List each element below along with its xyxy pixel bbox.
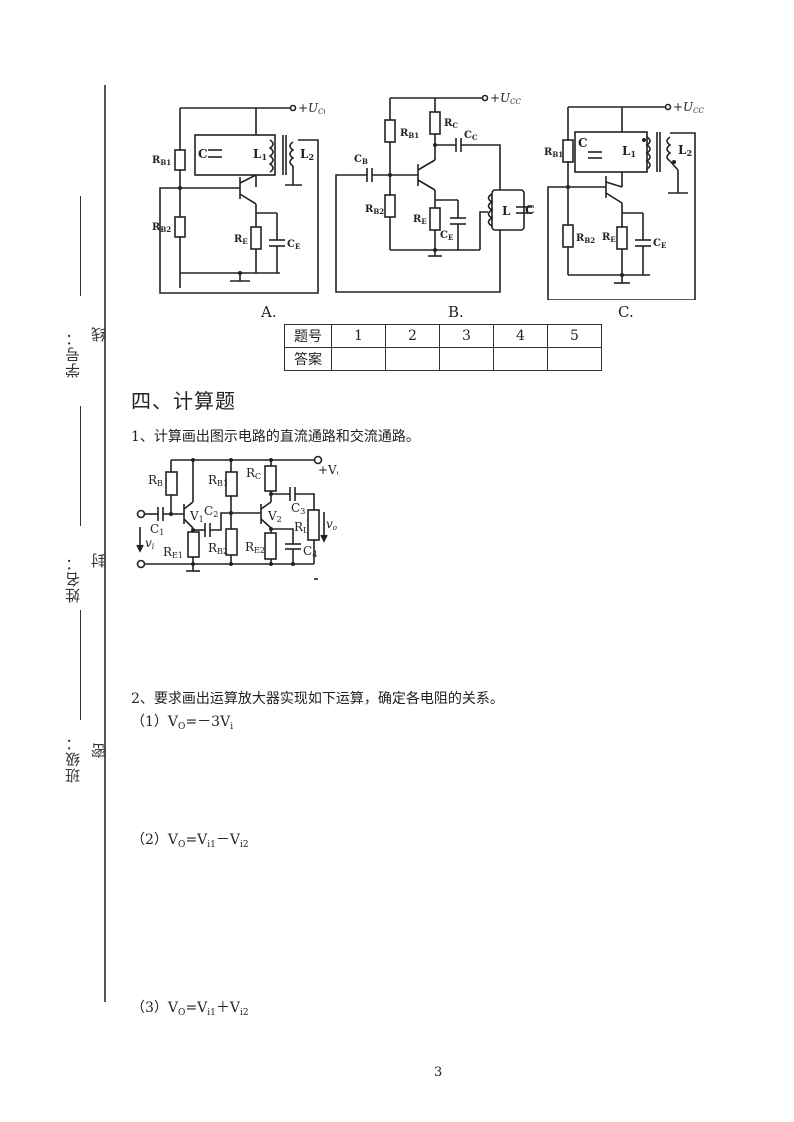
label-rc: RC bbox=[246, 466, 261, 481]
answer-table-header-row: 题号 1 2 3 4 5 bbox=[284, 324, 602, 348]
label-supply: +UCC bbox=[490, 91, 522, 106]
question-2-text: 2、要求画出运算放大器实现如下运算，确定各电阻的关系。 bbox=[131, 691, 504, 707]
label-re: RE bbox=[234, 234, 248, 246]
label-rb1: RB1 bbox=[400, 128, 419, 140]
answer-cell[interactable] bbox=[439, 347, 494, 371]
label-cb: CB bbox=[354, 154, 368, 166]
label-ce: CE bbox=[440, 230, 453, 242]
label-ce: CE bbox=[653, 238, 666, 250]
answer-cell[interactable] bbox=[385, 347, 440, 371]
question-number-cell: 4 bbox=[493, 324, 548, 348]
question-number-cell: 3 bbox=[439, 324, 494, 348]
label-c4: C4 bbox=[303, 544, 317, 559]
class-blank-line bbox=[80, 610, 81, 720]
circuit-figure-b: +UCC RB1 RB2 CB RC CC RE CE L C bbox=[335, 91, 535, 293]
label-c: C bbox=[578, 136, 588, 150]
answer-table: 题号 1 2 3 4 5 答案 bbox=[284, 324, 602, 371]
question-number-cell: 1 bbox=[331, 324, 386, 348]
formula-1: （1）VO=－3Vi bbox=[131, 711, 233, 732]
label-rb2: RB2 bbox=[152, 222, 171, 234]
label-rb2: RB2 bbox=[208, 541, 228, 556]
answer-label: 答案 bbox=[284, 347, 332, 371]
section-title: 四、计算题 bbox=[131, 389, 236, 413]
name-label: 姓名： bbox=[64, 555, 82, 603]
label-rc: RC bbox=[444, 118, 458, 130]
question-number-cell: 5 bbox=[547, 324, 602, 348]
figure-b-caption: B. bbox=[448, 303, 464, 321]
label-re1: RE1 bbox=[163, 545, 183, 560]
formula-2-prefix: （2） bbox=[131, 832, 168, 848]
label-rb1: RB1 bbox=[208, 473, 228, 488]
label-re2: RE2 bbox=[245, 540, 265, 555]
two-stage-amplifier-circuit: +VG RB C1 vi V1 RE1 C2 RB1 RB2 RC V2 bbox=[136, 455, 338, 580]
label-cc: CC bbox=[464, 130, 478, 142]
label-re: RE bbox=[413, 214, 427, 226]
label-rb1: RB1 bbox=[544, 147, 563, 159]
label-vi: vi bbox=[145, 536, 155, 551]
label-v1: V1 bbox=[189, 509, 204, 524]
question-1-text: 1、计算画出图示电路的直流通路和交流通路。 bbox=[131, 429, 420, 445]
seal-char-secret: 密 bbox=[90, 742, 108, 758]
name-blank-line bbox=[80, 406, 81, 526]
label-c2: C2 bbox=[204, 504, 218, 519]
label-supply: +UCC bbox=[673, 100, 705, 115]
figure-c-caption: C. bbox=[618, 303, 634, 321]
circuit-figure-c: +UCC RB1 RB2 C L1 L2 RE CE bbox=[544, 100, 705, 300]
formula-1-expression: VO=－3Vi bbox=[167, 714, 234, 732]
label-rb2: RB2 bbox=[365, 204, 384, 216]
formula-3-prefix: （3） bbox=[131, 1000, 168, 1016]
label-c3: C3 bbox=[291, 501, 305, 516]
label-c: C bbox=[198, 147, 208, 161]
label-supply: +UCC bbox=[298, 101, 325, 116]
figure-a-caption: A. bbox=[261, 303, 277, 321]
class-label: 班级： bbox=[64, 735, 82, 783]
label-v2: V2 bbox=[267, 509, 282, 524]
label-vo: vo bbox=[326, 517, 337, 532]
label-rb1: RB1 bbox=[152, 155, 171, 167]
label-l2: L2 bbox=[300, 147, 314, 162]
formula-2-expression: VO=Vi1－Vi2 bbox=[167, 832, 249, 850]
label-ce: CE bbox=[287, 239, 300, 251]
formula-3: （3）VO=Vi1＋Vi2 bbox=[131, 997, 249, 1018]
answer-cell[interactable] bbox=[547, 347, 602, 371]
page-number: 3 bbox=[434, 1065, 443, 1080]
seal-char-seal: 封 bbox=[90, 552, 108, 568]
formula-3-expression: VO=Vi1＋Vi2 bbox=[167, 1000, 249, 1018]
label-re: RE bbox=[602, 232, 616, 244]
label-l: L bbox=[502, 204, 511, 218]
student-id-label: 学号： bbox=[64, 330, 82, 378]
answer-table-answer-row: 答案 bbox=[284, 347, 602, 371]
label-rb: RB bbox=[148, 473, 163, 488]
question-number-cell: 2 bbox=[385, 324, 440, 348]
answer-cell[interactable] bbox=[493, 347, 548, 371]
label-vg: +VG bbox=[318, 463, 338, 478]
label-rb2: RB2 bbox=[576, 233, 595, 245]
label-c: C bbox=[525, 203, 535, 217]
seal-char-line: 线 bbox=[90, 326, 108, 342]
label-rl: RL bbox=[294, 520, 309, 535]
circuit-figure-a: +UCC RB1 RB2 C L1 L2 RE CE bbox=[152, 101, 325, 294]
label-l2: L2 bbox=[678, 143, 692, 158]
question-number-label: 题号 bbox=[284, 324, 332, 348]
formula-2: （2）VO=Vi1－Vi2 bbox=[131, 829, 249, 850]
binding-line bbox=[104, 85, 106, 1002]
label-l1: L1 bbox=[253, 147, 267, 162]
label-c1: C1 bbox=[150, 522, 164, 537]
label-l1: L1 bbox=[622, 144, 636, 159]
student-id-blank-line bbox=[80, 196, 81, 296]
answer-cell[interactable] bbox=[331, 347, 386, 371]
formula-1-prefix: （1） bbox=[131, 714, 168, 730]
